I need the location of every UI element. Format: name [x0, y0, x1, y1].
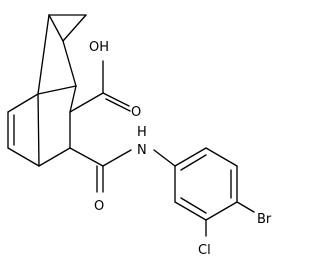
- amide-n-aryl-bond: [153, 149, 176, 167]
- core-bond-right-upper: [69, 85, 77, 113]
- core-bond-left-lower: [7, 147, 40, 167]
- core-bond-top: [37, 85, 77, 95]
- core-bond-left-upper: [7, 93, 39, 113]
- acid-carbonyl-bond: [102, 92, 130, 107]
- aryl-bond-2: [205, 147, 238, 167]
- acid-oh-label: OH: [89, 40, 109, 55]
- structure-canvas: OH O O N H Br Cl: [7, 14, 272, 258]
- amide-hydrogen-label: H: [137, 125, 147, 140]
- bond-skeleton: [7, 14, 255, 237]
- bridge-bond: [37, 93, 40, 167]
- aryl-bond-1: [174, 147, 207, 167]
- bromo-label: Br: [257, 212, 272, 227]
- acid-carbonyl-bond-inner: [105, 98, 131, 112]
- cyclopropane-bond-right: [62, 14, 87, 42]
- cyclopropane-to-bridgehead-bond: [62, 40, 77, 87]
- chloro-label: Cl: [198, 243, 211, 258]
- core-bond-bridgehead-lower: [38, 147, 71, 167]
- bromo-bond: [236, 201, 255, 213]
- amide-nitrogen-label: N: [137, 143, 147, 158]
- aryl-inner-double-1: [180, 154, 207, 171]
- amide-n-bond: [102, 149, 132, 167]
- atom-labels: OH O O N H Br Cl: [89, 40, 272, 258]
- amide-oxygen-label: O: [94, 199, 104, 214]
- aryl-inner-double-3: [180, 197, 207, 214]
- chemical-structure-diagram: OH O O N H Br Cl: [7, 14, 272, 258]
- amide-carbon-bond: [69, 147, 104, 167]
- aryl-bond-5: [174, 201, 207, 221]
- cyclopropane-to-bridge-bond: [37, 14, 50, 95]
- cyclopropane-bond-left: [48, 14, 64, 42]
- aryl-bond-4: [205, 201, 238, 221]
- acid-carbon-bond: [69, 92, 104, 113]
- acid-oxygen-label: O: [131, 105, 141, 120]
